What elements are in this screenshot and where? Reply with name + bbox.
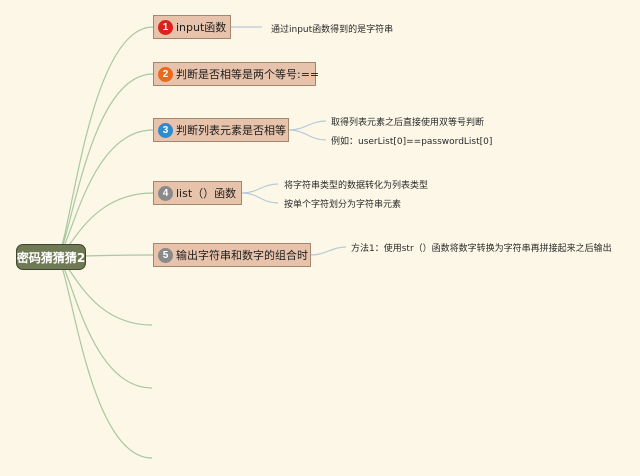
number-4-badge-icon: 4 xyxy=(158,185,173,201)
note-compare-with-double-equals: 取得列表元素之后直接使用双等号判断 xyxy=(331,118,485,128)
number-3-badge-icon: 3 xyxy=(158,122,173,138)
branch-line-topic-1 xyxy=(55,26,154,258)
topic-label: 判断列表元素是否相等 xyxy=(176,124,286,137)
number-5-badge-icon: 5 xyxy=(158,247,173,263)
topic-list-function[interactable]: 4 list（）函数 xyxy=(153,181,242,205)
note-line-4b xyxy=(241,192,279,204)
note-convert-string-to-list: 将字符串类型的数据转化为列表类型 xyxy=(284,181,429,191)
topic-input-function[interactable]: 1 input函数 xyxy=(153,15,231,39)
branch-line-empty-2 xyxy=(55,256,153,389)
branch-line-empty-3 xyxy=(55,256,153,459)
topic-list-element-equality[interactable]: 3 判断列表元素是否相等 xyxy=(153,118,289,142)
note-line-4a xyxy=(241,183,279,194)
note-split-by-character: 按单个字符划分为字符串元素 xyxy=(284,200,402,210)
note-line-3b xyxy=(288,129,327,141)
note-method-1-str-function: 方法1：使用str（）函数将数字转换为字符串再拼接起来之后输出 xyxy=(351,244,612,254)
topic-label: 判断是否相等是两个等号:== xyxy=(176,68,320,81)
note-input-returns-string: 通过input函数得到的是字符串 xyxy=(271,25,394,35)
topic-string-number-output[interactable]: 5 输出字符串和数字的组合时 xyxy=(153,243,311,267)
note-line-5 xyxy=(310,246,347,256)
number-1-badge-icon: 1 xyxy=(158,19,173,35)
topic-label: input函数 xyxy=(176,21,227,34)
note-line-3a xyxy=(288,120,327,131)
topic-label: 输出字符串和数字的组合时 xyxy=(176,249,308,262)
topic-equality-operator[interactable]: 2 判断是否相等是两个等号:== xyxy=(153,62,320,86)
note-example-comparison: 例如：userList[0]==passwordList[0] xyxy=(331,137,493,147)
topic-label: list（）函数 xyxy=(176,187,237,200)
number-2-badge-icon: 2 xyxy=(158,66,173,82)
root-label: 密码猜猜猜2 xyxy=(16,250,86,265)
root-topic[interactable]: 密码猜猜猜2 xyxy=(16,244,86,270)
